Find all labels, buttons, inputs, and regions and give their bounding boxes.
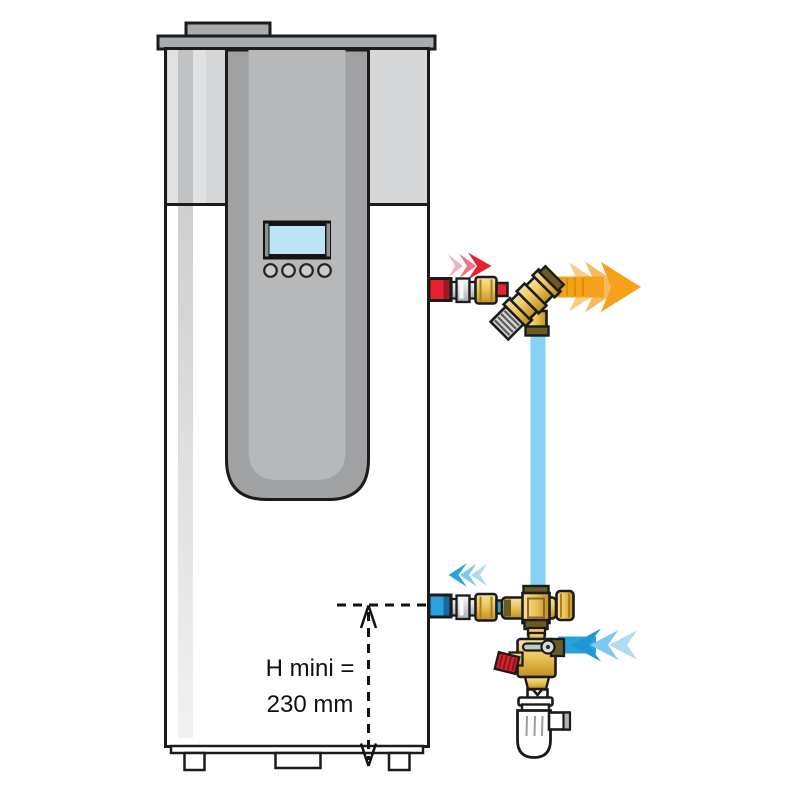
funnel-tick-3 — [541, 715, 544, 737]
cold-flow-arrows-to-tank-icon — [448, 563, 488, 587]
foot-left — [183, 751, 206, 772]
dimension-label-line2: 230 mm — [267, 691, 354, 718]
tee-left-band — [504, 599, 511, 617]
cold-water-inlet-assembly — [427, 563, 575, 637]
cold-supply-flow-arrows-icon — [570, 628, 637, 662]
hot-water-outlet-assembly — [427, 252, 509, 305]
display-screen — [269, 226, 325, 254]
cabinet-seam-stripe-lower — [178, 206, 193, 738]
cold-brass-nut — [474, 592, 498, 622]
dimension-arrow-up-icon — [359, 605, 378, 629]
drain-lever-pivot-dot — [545, 644, 551, 650]
funnel-side-outlet-cap — [562, 711, 572, 731]
control-panel — [263, 220, 332, 278]
display-bezel-edge-right — [326, 223, 330, 257]
safety-group-assembly — [493, 628, 637, 759]
hot-brass-nut — [474, 275, 498, 305]
foot-right — [387, 751, 411, 772]
panel-button-1[interactable] — [263, 263, 278, 278]
dimension-arrow-down-icon — [359, 743, 378, 767]
panel-button-4[interactable] — [317, 263, 332, 278]
funnel-tick-1 — [525, 715, 528, 737]
panel-button-3[interactable] — [299, 263, 314, 278]
display-bezel-edge-left — [265, 223, 269, 257]
tee-center-face — [527, 597, 545, 619]
mixing-valve-outlet-cap — [537, 264, 566, 293]
tee-right-nut — [555, 589, 575, 622]
heat-pump-duct-inner — [248, 50, 346, 480]
hot-outlet-port-band — [443, 280, 450, 299]
thermostatic-mixing-valve — [488, 264, 566, 342]
panel-button-2[interactable] — [281, 263, 296, 278]
mixing-valve-cold-link-pipe — [530, 330, 546, 592]
mixing-valve-mid-flange — [514, 281, 549, 316]
foot-center — [274, 751, 322, 770]
safety-group-drain-outlet — [523, 675, 551, 691]
dimension-label-line1: H mini = — [266, 655, 355, 682]
cold-inlet-port-band — [443, 596, 450, 616]
pressure-relief-cap[interactable] — [493, 650, 521, 676]
siphon-funnel — [516, 688, 572, 759]
water-heater-unit — [156, 21, 437, 772]
tee-fitting — [500, 584, 575, 637]
cold-union-fitting — [450, 594, 477, 621]
hot-union-fitting — [450, 277, 477, 304]
mixed-water-flow-arrow-icon — [550, 261, 641, 313]
height-dimension-annotation: H mini = 230 mm — [266, 603, 428, 767]
cabinet-seam-stripe-upper — [178, 50, 193, 204]
funnel-tick-2 — [533, 715, 536, 737]
hot-flow-arrows-icon — [448, 252, 492, 280]
mixing-valve-bottom-cap — [524, 325, 550, 337]
hot-coupling — [495, 281, 509, 298]
